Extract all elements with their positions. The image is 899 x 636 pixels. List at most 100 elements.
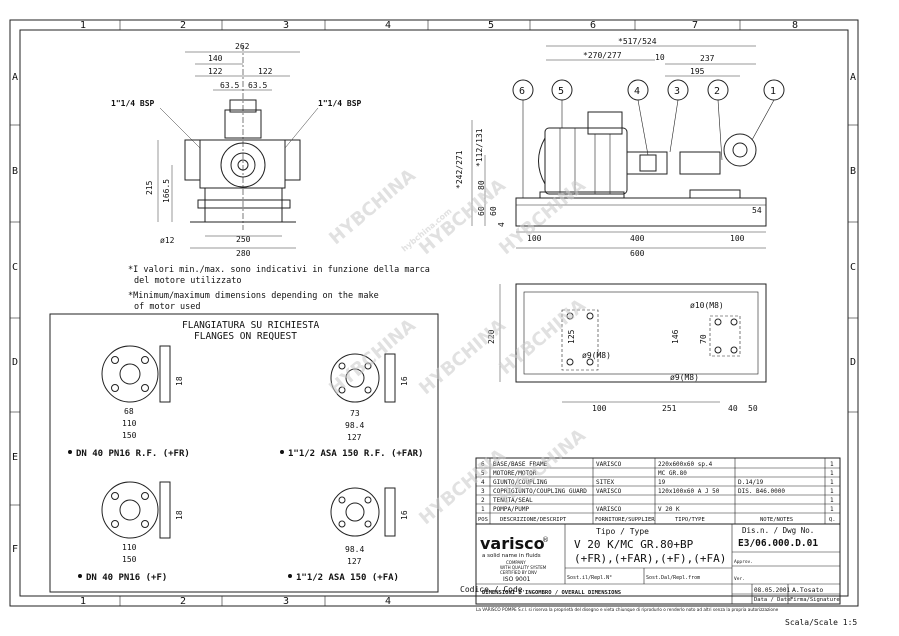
dim-195: 195	[690, 67, 705, 76]
tipo-label: Tipo / Type	[596, 527, 649, 536]
flange-fa: 16 98.4 127 1"1/2 ASA 150 (+FA)	[288, 487, 409, 583]
qty-6: 1	[830, 461, 834, 468]
sost-by: Sost.il/Repl.N°	[567, 575, 612, 581]
dim-60b: 60	[489, 206, 498, 216]
dim-600: 600	[630, 249, 645, 258]
watermark-text: HYBCHINA	[495, 175, 590, 259]
dim-220: 220	[487, 329, 496, 344]
dim-242: *242/271	[455, 150, 464, 189]
hdr-type: TIPO/TYPE	[675, 517, 705, 523]
flange-fr: 18 68 110 150 DN 40 PN16 R.F. (+FR)	[68, 345, 190, 459]
qty-1: 1	[830, 506, 834, 513]
desc-5: MOTORE/MOTOR	[493, 470, 537, 477]
dim-100b: 100	[730, 234, 745, 243]
supplier-1: VARISCO	[596, 506, 622, 513]
desc-2: TENUTA/SEAL	[493, 497, 533, 504]
row-label: F	[12, 544, 18, 555]
col-label: 2	[180, 20, 186, 31]
sign-label: Firma/Signature	[790, 597, 840, 603]
flange-far: 16 73 98.4 127 1"1/2 ASA 150 R.F. (+FAR)	[280, 353, 423, 459]
dim-40: 40	[728, 404, 738, 413]
dim-70: 70	[699, 334, 708, 344]
hdr-pos: POS	[478, 517, 488, 523]
outer-frame	[9, 19, 859, 607]
dim-517: *517/524	[618, 37, 657, 46]
f1-dim-18: 18	[175, 376, 184, 386]
f2-dim-98: 98.4	[345, 421, 364, 430]
bsp-left-label: 1"1/4 BSP	[111, 99, 155, 108]
dim-125: 125	[567, 329, 576, 344]
notes-3: DIS. B46.0000	[738, 488, 785, 495]
hole-9a: ø9(M8)	[582, 351, 611, 360]
notes: *I valori min./max. sono indicativi in f…	[128, 265, 430, 312]
col-label: 3	[283, 596, 289, 607]
dim-100a: 100	[527, 234, 542, 243]
flanges-box: FLANGIATURA SU RICHIESTA FLANGES ON REQU…	[49, 313, 439, 593]
dim-140: 140	[208, 54, 223, 63]
plan-view: 220 125 ø9(M8) 146 70 ø10(M8) ø9(M8) 100…	[487, 283, 767, 413]
desc-4: GIUNTO/COUPLING	[493, 479, 548, 486]
row-label: E	[12, 452, 18, 463]
dim-80: 80	[477, 180, 486, 190]
sost-from: Sost.Dal/Repl.from	[646, 575, 700, 581]
col-label: 4	[385, 20, 391, 31]
side-view: *517/524 *270/277 10 237 195 *242/271 *1…	[455, 37, 785, 258]
hole-10: ø10(M8)	[690, 301, 724, 310]
brand-mark: ®	[542, 536, 549, 544]
watermark-text: HYBCHINA	[415, 315, 510, 399]
f1-dim-110: 110	[122, 419, 137, 428]
note-it-1: *I valori min./max. sono indicativi in f…	[128, 265, 430, 275]
pos-6: 6	[481, 461, 485, 468]
supplier-6: VARISCO	[596, 461, 622, 468]
type-1: V 20 K	[658, 506, 680, 513]
f1-dim-68: 68	[124, 407, 134, 416]
balloon-6: 6	[519, 86, 525, 97]
sheet-title: DIMENSIONI D'INGOMBRO / OVERALL DIMENSIO…	[482, 590, 621, 596]
dim-10: 10	[655, 53, 665, 62]
dim-400: 400	[630, 234, 645, 243]
desc-3: COPRIGIUNTO/COUPLING GUARD	[493, 488, 587, 495]
col-label: 4	[385, 596, 391, 607]
dim-262: 262	[235, 42, 250, 51]
row-label: D	[850, 357, 856, 368]
qty-3: 1	[830, 488, 834, 495]
pos-1: 1	[481, 506, 485, 513]
pos-4: 4	[481, 479, 485, 486]
col-label: 3	[283, 20, 289, 31]
note-en-2: of motor used	[134, 302, 201, 312]
dim-122b: 122	[258, 67, 273, 76]
grid-rows: A B C D E F A B C D	[10, 72, 858, 555]
desc-1: POMPA/PUMP	[493, 506, 530, 513]
row-label: B	[850, 166, 856, 177]
pos-3: 3	[481, 488, 485, 495]
col-label: 7	[692, 20, 698, 31]
dwg-no: E3/06.000.D.01	[738, 538, 818, 549]
watermark-text: HYBCHINA	[325, 165, 420, 249]
notes-4: D.14/19	[738, 479, 764, 486]
dim-63b: 63.5	[248, 81, 267, 90]
row-label: A	[12, 72, 18, 83]
title-block: varisco ® a solid name in fluids COMPANY…	[475, 523, 841, 605]
row-label: D	[12, 357, 18, 368]
dim-251: 251	[662, 404, 677, 413]
parts-list: 6 BASE/BASE FRAME VARISCO 220x600x60 sp.…	[475, 457, 841, 525]
col-label: 1	[80, 596, 86, 607]
f2-dim-127: 127	[347, 433, 362, 442]
flange-f: 18 110 150 DN 40 PN16 (+F)	[78, 481, 184, 583]
inner-frame	[19, 29, 849, 597]
col-label: 1	[80, 20, 86, 31]
cert-2: WITH QUALITY SYSTEM	[500, 565, 547, 570]
dim-4: 4	[497, 222, 506, 227]
cert-3: CERTIFIED BY DNV	[500, 570, 537, 575]
ver: Ver.	[734, 576, 745, 582]
f2-label: 1"1/2 ASA 150 R.F. (+FAR)	[288, 449, 423, 459]
col-label: 8	[792, 20, 798, 31]
author: A.Tosato	[792, 586, 823, 594]
dim-250: 250	[236, 235, 251, 244]
row-label: A	[850, 72, 856, 83]
f3-dim-150: 150	[122, 555, 137, 564]
f3-label: DN 40 PN16 (+F)	[86, 573, 167, 583]
hdr-qty: Q.	[829, 517, 836, 523]
type-4: 19	[658, 479, 666, 486]
date: 08.05.2001	[754, 587, 791, 594]
